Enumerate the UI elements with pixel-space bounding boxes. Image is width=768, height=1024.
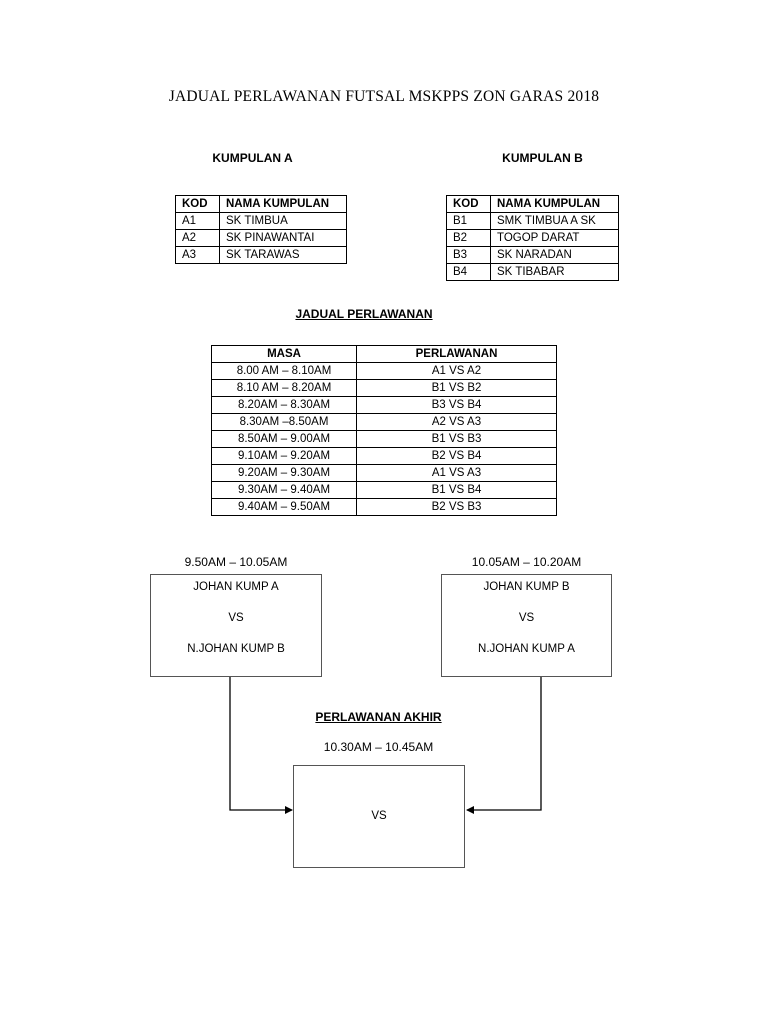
team-name: TOGOP DARAT	[490, 229, 619, 247]
left-arrow-icon	[229, 677, 293, 814]
match-time: 9.20AM – 9.30AM	[211, 464, 357, 482]
match-pairing: A1 VS A2	[356, 362, 557, 380]
team-name: SK NARADAN	[490, 246, 619, 264]
right-arrow-icon	[466, 677, 542, 814]
team-code: A3	[175, 246, 220, 264]
table-row: B2 TOGOP DARAT	[446, 229, 619, 247]
final-time: 10.30AM – 10.45AM	[323, 740, 434, 754]
team-name: SMK TIMBUA A SK	[490, 212, 619, 230]
group-b-table: KOD NAMA KUMPULAN B1 SMK TIMBUA A SK B2 …	[446, 195, 619, 281]
semi-right-time: 10.05AM – 10.20AM	[471, 555, 582, 569]
match-time: 9.30AM – 9.40AM	[211, 481, 357, 499]
group-a-heading: KUMPULAN A	[212, 151, 293, 165]
match-time: 8.00 AM – 8.10AM	[211, 362, 357, 380]
table-row: B3 SK NARADAN	[446, 246, 619, 264]
table-row: B4 SK TIBABAR	[446, 263, 619, 281]
team-name: SK TARAWAS	[219, 246, 347, 264]
semi-left-time: 9.50AM – 10.05AM	[184, 555, 288, 569]
match-time: 8.10 AM – 8.20AM	[211, 379, 357, 397]
semi-left-vs: VS	[228, 612, 244, 624]
semi-right-box: JOHAN KUMP B VS N.JOHAN KUMP A	[441, 574, 612, 677]
final-heading: PERLAWANAN AKHIR	[315, 710, 442, 724]
semi-right-vs: VS	[518, 612, 535, 624]
group-a-table: KOD NAMA KUMPULAN A1 SK TIMBUA A2 SK PIN…	[175, 195, 347, 264]
schedule-heading: JADUAL PERLAWANAN	[295, 307, 433, 321]
match-time: 8.30AM –8.50AM	[211, 413, 357, 431]
match-time: 9.10AM – 9.20AM	[211, 447, 357, 465]
table-row: A3 SK TARAWAS	[175, 246, 347, 264]
match-pairing: B1 VS B3	[356, 430, 557, 448]
final-vs: VS	[371, 810, 387, 822]
semi-right-team1: JOHAN KUMP B	[483, 581, 570, 593]
semi-right-team2: N.JOHAN KUMP A	[478, 643, 575, 655]
schedule-header-masa: MASA	[211, 345, 357, 363]
final-box: VS	[293, 765, 465, 868]
match-time: 9.40AM – 9.50AM	[211, 498, 357, 516]
table-row: B1 SMK TIMBUA A SK	[446, 212, 619, 230]
semi-left-team1: JOHAN KUMP A	[193, 581, 279, 593]
semi-left-team2: N.JOHAN KUMP B	[187, 643, 285, 655]
group-b-heading: KUMPULAN B	[502, 151, 583, 165]
page-title: JADUAL PERLAWANAN FUTSAL MSKPPS ZON GARA…	[168, 88, 600, 105]
team-code: B4	[446, 263, 491, 281]
match-pairing: B2 VS B3	[356, 498, 557, 516]
match-pairing: A2 VS A3	[356, 413, 557, 431]
team-name: SK TIBABAR	[490, 263, 619, 281]
team-name: SK PINAWANTAI	[219, 229, 347, 247]
group-a-header-nama: NAMA KUMPULAN	[219, 195, 347, 213]
semi-left-box: JOHAN KUMP A VS N.JOHAN KUMP B	[150, 574, 322, 677]
